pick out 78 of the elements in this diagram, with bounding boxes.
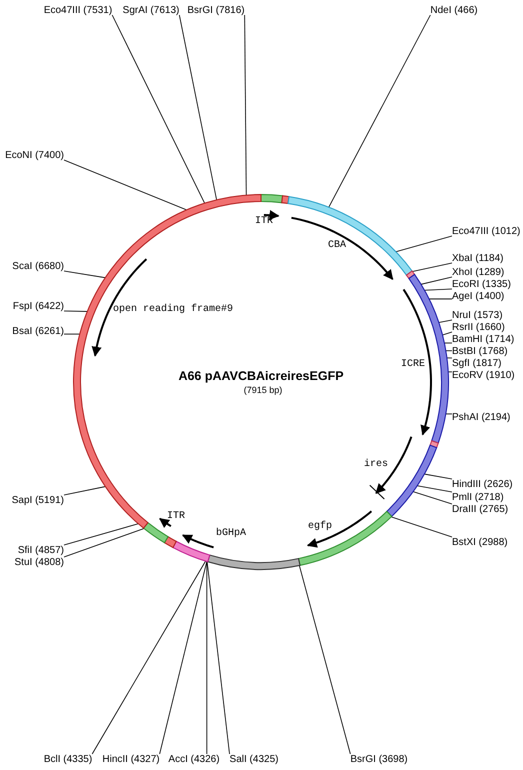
feature-label: bGHpA	[216, 528, 246, 540]
restriction-site-label: Eco47III (7531)	[44, 5, 112, 16]
feature-label: ICRE	[401, 359, 425, 371]
leader-line	[64, 523, 139, 546]
leader-line	[444, 342, 452, 344]
leader-line	[112, 14, 206, 204]
restriction-site-label: FspI (6422)	[12, 301, 64, 312]
leader-line	[64, 486, 106, 496]
leader-line	[420, 276, 452, 285]
feature-label: ITR	[167, 511, 185, 523]
plasmid-ring-segment	[207, 554, 300, 570]
restriction-site-label: EcoRV (1910)	[452, 370, 515, 381]
leader-line	[92, 560, 206, 754]
leader-line	[64, 270, 106, 278]
restriction-site-label: SalI (4325)	[230, 754, 278, 765]
feature-label: CBA	[328, 240, 346, 252]
leader-line	[416, 485, 452, 492]
leader-line	[428, 298, 452, 300]
leader-line	[438, 320, 452, 323]
leader-line	[64, 160, 187, 210]
leader-line	[64, 528, 144, 558]
leader-line	[442, 332, 452, 336]
leader-line	[328, 14, 431, 208]
restriction-site-label: BstBI (1768)	[452, 346, 508, 357]
plasmid-name: A66 pAAVCBAicreiresEGFP	[178, 369, 344, 383]
restriction-site-label: SgrAI (7613)	[122, 5, 180, 16]
restriction-site-label: BsrGI (7816)	[187, 5, 245, 16]
restriction-site-label: SgfI (1817)	[452, 358, 502, 369]
restriction-site-label: Eco47III (1012)	[452, 226, 520, 237]
leader-line	[424, 288, 452, 291]
leader-line	[412, 262, 452, 272]
leader-line	[64, 310, 88, 312]
restriction-site-label: EcoNI (7400)	[5, 150, 64, 161]
restriction-site-label: SapI (5191)	[12, 495, 64, 506]
leader-line	[298, 565, 351, 754]
restriction-site-label: PshAI (2194)	[452, 412, 510, 423]
leader-line	[206, 561, 208, 754]
plasmid-ring-segment	[288, 196, 413, 276]
leader-line	[390, 516, 452, 538]
restriction-site-label: StuI (4808)	[14, 557, 64, 568]
restriction-site-label: BstXI (2988)	[452, 537, 508, 548]
restriction-site-label: SfiI (4857)	[18, 545, 64, 556]
restriction-site-label: NdeI (466)	[430, 5, 478, 16]
plasmid-ring-segment	[143, 522, 169, 544]
leader-line	[412, 491, 452, 504]
restriction-site-label: HincII (4327)	[102, 754, 160, 765]
restriction-site-label: BclI (4335)	[44, 754, 92, 765]
leader-line	[159, 561, 208, 754]
restriction-site-label: ScaI (6680)	[12, 261, 64, 272]
leader-line	[448, 371, 452, 372]
restriction-site-label: XbaI (1184)	[452, 253, 504, 264]
plasmid-ring-segment	[172, 540, 210, 562]
plasmid-ring-segment	[164, 536, 177, 548]
leader-line	[395, 236, 452, 252]
restriction-site-label: DraIII (2765)	[452, 504, 508, 515]
leader-line	[244, 14, 247, 196]
restriction-site-label: BsrGI (3698)	[350, 754, 408, 765]
plasmid-ring-segment	[260, 194, 284, 204]
leader-line	[424, 474, 452, 480]
restriction-site-label: NruI (1573)	[452, 310, 503, 321]
restriction-site-label: XhoI (1289)	[452, 267, 504, 278]
restriction-site-label: AccI (4326)	[168, 754, 220, 765]
restriction-site-label: RsrII (1660)	[452, 322, 505, 333]
restriction-site-label: PmlI (2718)	[452, 492, 504, 503]
restriction-site-label: EcoRI (1335)	[452, 279, 511, 290]
leader-line	[206, 561, 230, 754]
restriction-site-label: AgeI (1400)	[452, 291, 504, 302]
restriction-site-label: BsaI (6261)	[12, 326, 64, 337]
feature-label: ires	[364, 459, 388, 471]
restriction-site-label: BamHI (1714)	[452, 334, 514, 345]
feature-label: open reading frame#9	[113, 304, 234, 316]
plasmid-size: (7915 bp)	[244, 385, 282, 396]
restriction-site-label: HindIII (2626)	[452, 479, 513, 490]
leader-line	[178, 14, 217, 200]
feature-label: egfp	[308, 521, 332, 533]
leader-line	[446, 357, 452, 358]
plasmid-ring-segment	[298, 510, 392, 566]
plasmid-ring-segment	[386, 444, 438, 517]
